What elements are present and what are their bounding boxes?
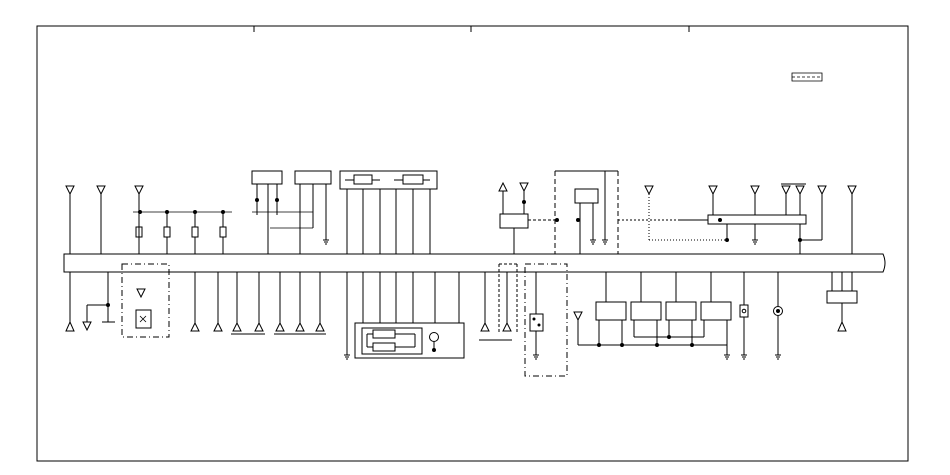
ground-icon [590,240,596,244]
triangle-up-icon [66,322,74,331]
sensor-icon [740,305,748,317]
right-connector-bar [645,184,856,254]
triangle-up-icon [316,323,324,331]
splice-dot-icon [523,201,526,204]
ground-icon [323,240,329,244]
ground-icon [533,355,539,359]
switch-icon [192,211,198,255]
triangle-up-icon [233,323,241,331]
switch-group-upper-left [133,211,232,255]
motor-icon [430,333,439,352]
relay-box [596,302,626,320]
resistor-icon [373,343,395,351]
ecu-module [575,189,598,203]
dashed-switch-box [122,264,169,337]
switch-icon [136,211,142,255]
triangle-down-icon [645,186,653,194]
splice-dot-icon [577,219,580,222]
triangle-up-icon [481,323,489,331]
triangle-down-icon [818,186,826,194]
relay-box [295,171,331,184]
splice-dot-icon [726,239,729,242]
triangle-up-icon [214,323,222,331]
resistor-module [340,171,437,254]
center-control-unit [499,183,555,254]
splice-dot-icon [598,344,601,347]
triangle-down-icon [97,186,105,194]
triangle-up-icon [499,183,507,191]
triangle-down-icon [135,186,143,194]
switch-icon [220,211,226,255]
lower-center-section [479,264,567,376]
triangle-up-icon [503,323,511,331]
triangle-down-icon [782,186,790,194]
triangle-down-icon [709,186,717,194]
relay-box [666,302,696,320]
relay-box [701,302,731,320]
splice-dot-icon [276,199,279,202]
relay-boxes [252,171,331,254]
main-harness-bus [64,254,885,272]
triangle-down-icon [66,186,74,194]
lower-connector-row [191,272,326,334]
resistor-icon [373,330,395,338]
splice-dot-icon [691,344,694,347]
ground-icon [344,355,350,359]
splice-dot-icon [799,239,802,242]
upper-connectors [66,186,143,254]
sensor-icon [530,314,543,331]
lower-left-connectors [66,272,115,331]
ground-icon [752,240,758,244]
triangle-down-icon [751,186,759,194]
ground-icon [724,355,730,359]
splice-dot-icon [256,199,259,202]
triangle-down-icon [520,183,528,191]
triangle-up-icon [276,323,284,331]
resistor-icon [354,175,372,184]
triangle-down-icon [574,312,582,320]
triangle-up-icon [838,322,846,331]
switch-icon [164,211,170,255]
triangle-down-icon [848,186,856,194]
motor-module [344,272,464,359]
relay-box [252,171,282,184]
triangle-down-icon [796,186,804,194]
splice-dot-icon [719,219,722,222]
ground-icon [602,240,608,244]
splice-dot-icon [107,304,110,307]
ground-icon [775,355,781,359]
triangle-up-icon [296,323,304,331]
triangle-down-icon [83,322,91,330]
sensor-icon [774,307,783,316]
resistor-icon [403,175,423,184]
relay-block-row [574,272,731,359]
ecu-box [555,171,680,254]
triangle-up-icon [255,323,263,331]
splice-dot-icon [656,344,659,347]
splice-dot-icon [556,219,559,222]
lower-right-section [740,272,857,359]
page-frame [37,26,908,461]
triangle-down-icon [137,289,145,297]
connector-box [827,291,857,303]
title-block-mark [792,73,822,81]
sensor-icon [136,310,151,328]
splice-dot-icon [668,336,671,339]
ground-icon [741,355,747,359]
splice-dot-icon [621,344,624,347]
relay-box [631,302,661,320]
triangle-up-icon [191,323,199,331]
